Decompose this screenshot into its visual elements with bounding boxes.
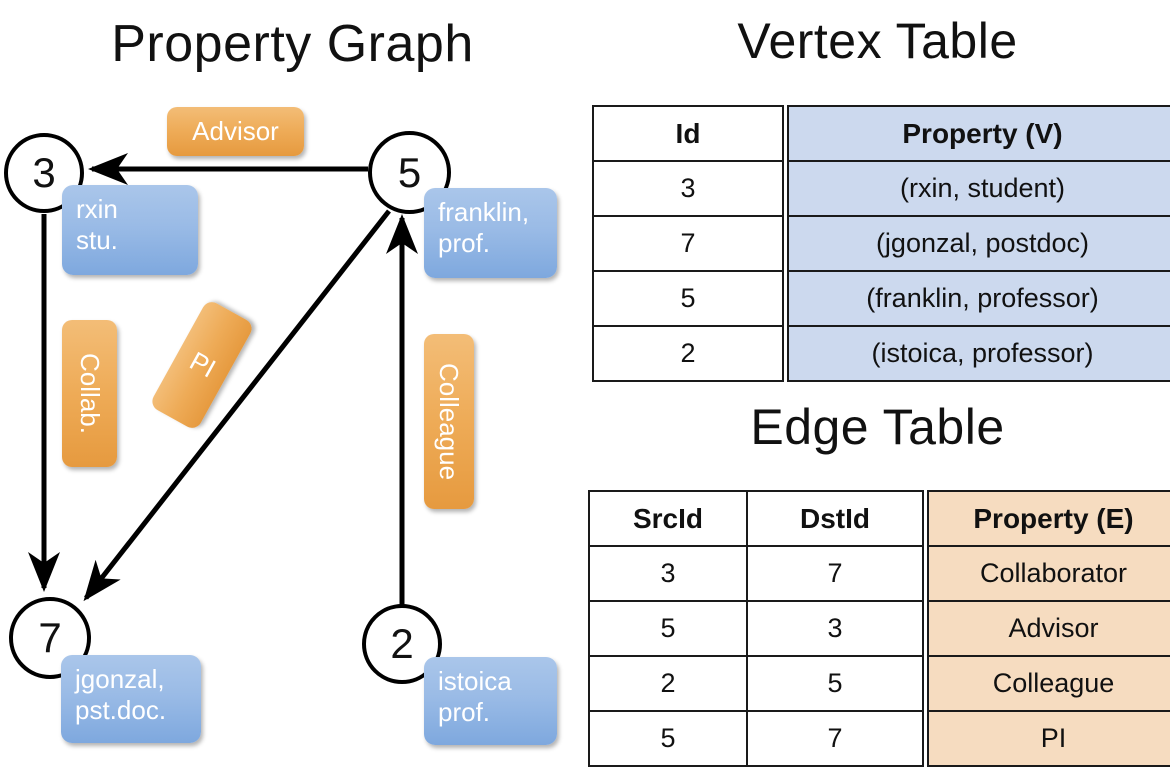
edge-cell-dstid: 7 bbox=[746, 710, 924, 767]
edge-cell-srcid: 2 bbox=[588, 655, 748, 712]
table-row: 7 (jgonzal, postdoc) bbox=[592, 215, 1170, 272]
edge-table-header-property: Property (E) bbox=[927, 490, 1170, 547]
vertex-cell-id: 3 bbox=[592, 160, 784, 217]
edge-cell-srcid: 3 bbox=[588, 545, 748, 602]
edge-label-advisor-text: Advisor bbox=[192, 116, 279, 146]
edge-cell-srcid: 5 bbox=[588, 600, 748, 657]
edge-cell-property: Collaborator bbox=[927, 545, 1170, 602]
graph-node-7-label: 7 bbox=[38, 614, 62, 661]
graph-node-3-label: 3 bbox=[32, 149, 56, 196]
property-graph-diagram: 3 5 7 2 rxin stu. franklin, prof. jgonza… bbox=[0, 0, 585, 760]
table-row: 2 (istoica, professor) bbox=[592, 325, 1170, 382]
edge-cell-property: Advisor bbox=[927, 600, 1170, 657]
edge-label-collab: Collab. bbox=[62, 320, 117, 467]
node-property-callout-3: rxin stu. bbox=[62, 185, 198, 275]
edge-cell-property: PI bbox=[927, 710, 1170, 767]
node-property-7-line2: pst.doc. bbox=[75, 695, 167, 725]
graph-edge-lines bbox=[28, 153, 418, 608]
edge-label-colleague-text: Colleague bbox=[434, 362, 465, 481]
page-title-property-graph: Property Graph bbox=[111, 15, 474, 73]
vertex-cell-property: (rxin, student) bbox=[787, 160, 1170, 217]
section-title-edge-table: Edge Table bbox=[750, 399, 1005, 455]
vertex-table-header-row: Id Property (V) bbox=[592, 105, 1170, 162]
node-property-2-line1: istoica bbox=[438, 666, 512, 696]
vertex-table-header-id: Id bbox=[592, 105, 784, 162]
graph-node-5-label: 5 bbox=[397, 148, 422, 196]
node-property-3-line1: rxin bbox=[76, 194, 118, 224]
table-row: 5 (franklin, professor) bbox=[592, 270, 1170, 327]
table-row: 5 3 Advisor bbox=[588, 600, 1170, 657]
edge-label-advisor: Advisor bbox=[167, 107, 304, 156]
graph-node-2-label: 2 bbox=[390, 620, 414, 667]
node-property-3-line2: stu. bbox=[76, 225, 118, 255]
node-property-callout-2: istoica prof. bbox=[424, 657, 557, 745]
edge-table-header-dstid: DstId bbox=[746, 490, 924, 547]
node-property-callout-7: jgonzal, pst.doc. bbox=[61, 655, 201, 743]
edge-cell-dstid: 3 bbox=[746, 600, 924, 657]
vertex-cell-id: 5 bbox=[592, 270, 784, 327]
table-row: 2 5 Colleague bbox=[588, 655, 1170, 712]
node-property-callout-5: franklin, prof. bbox=[424, 188, 557, 278]
edge-line-5-to-7 bbox=[83, 209, 391, 602]
table-row: 5 7 PI bbox=[588, 710, 1170, 767]
section-title-vertex-table: Vertex Table bbox=[737, 13, 1018, 69]
edge-table: SrcId DstId Property (E) 3 7 Collaborato… bbox=[588, 490, 1170, 767]
node-property-5-line2: prof. bbox=[438, 228, 491, 258]
edge-label-colleague: Colleague bbox=[424, 334, 474, 509]
table-row: 3 7 Collaborator bbox=[588, 545, 1170, 602]
vertex-cell-property: (jgonzal, postdoc) bbox=[787, 215, 1170, 272]
edge-table-header-row: SrcId DstId Property (E) bbox=[588, 490, 1170, 547]
node-property-5-line1: franklin, bbox=[438, 197, 530, 227]
graph-node-2[interactable]: 2 bbox=[362, 604, 442, 684]
edge-table-header-srcid: SrcId bbox=[588, 490, 748, 547]
edge-cell-property: Colleague bbox=[927, 655, 1170, 712]
table-row: 3 (rxin, student) bbox=[592, 160, 1170, 217]
graph-node-5[interactable]: 5 bbox=[368, 131, 451, 214]
node-property-7-line1: jgonzal, bbox=[75, 664, 165, 694]
vertex-table-header-property: Property (V) bbox=[787, 105, 1170, 162]
vertex-cell-id: 2 bbox=[592, 325, 784, 382]
edge-cell-dstid: 5 bbox=[746, 655, 924, 712]
edge-label-pi-text: PI bbox=[184, 345, 221, 384]
vertex-cell-id: 7 bbox=[592, 215, 784, 272]
vertex-cell-property: (istoica, professor) bbox=[787, 325, 1170, 382]
vertex-table: Id Property (V) 3 (rxin, student) 7 (jgo… bbox=[592, 105, 1170, 382]
vertex-cell-property: (franklin, professor) bbox=[787, 270, 1170, 327]
edge-label-collab-text: Collab. bbox=[75, 353, 105, 434]
edge-cell-srcid: 5 bbox=[588, 710, 748, 767]
node-property-2-line2: prof. bbox=[438, 697, 491, 727]
edge-cell-dstid: 7 bbox=[746, 545, 924, 602]
